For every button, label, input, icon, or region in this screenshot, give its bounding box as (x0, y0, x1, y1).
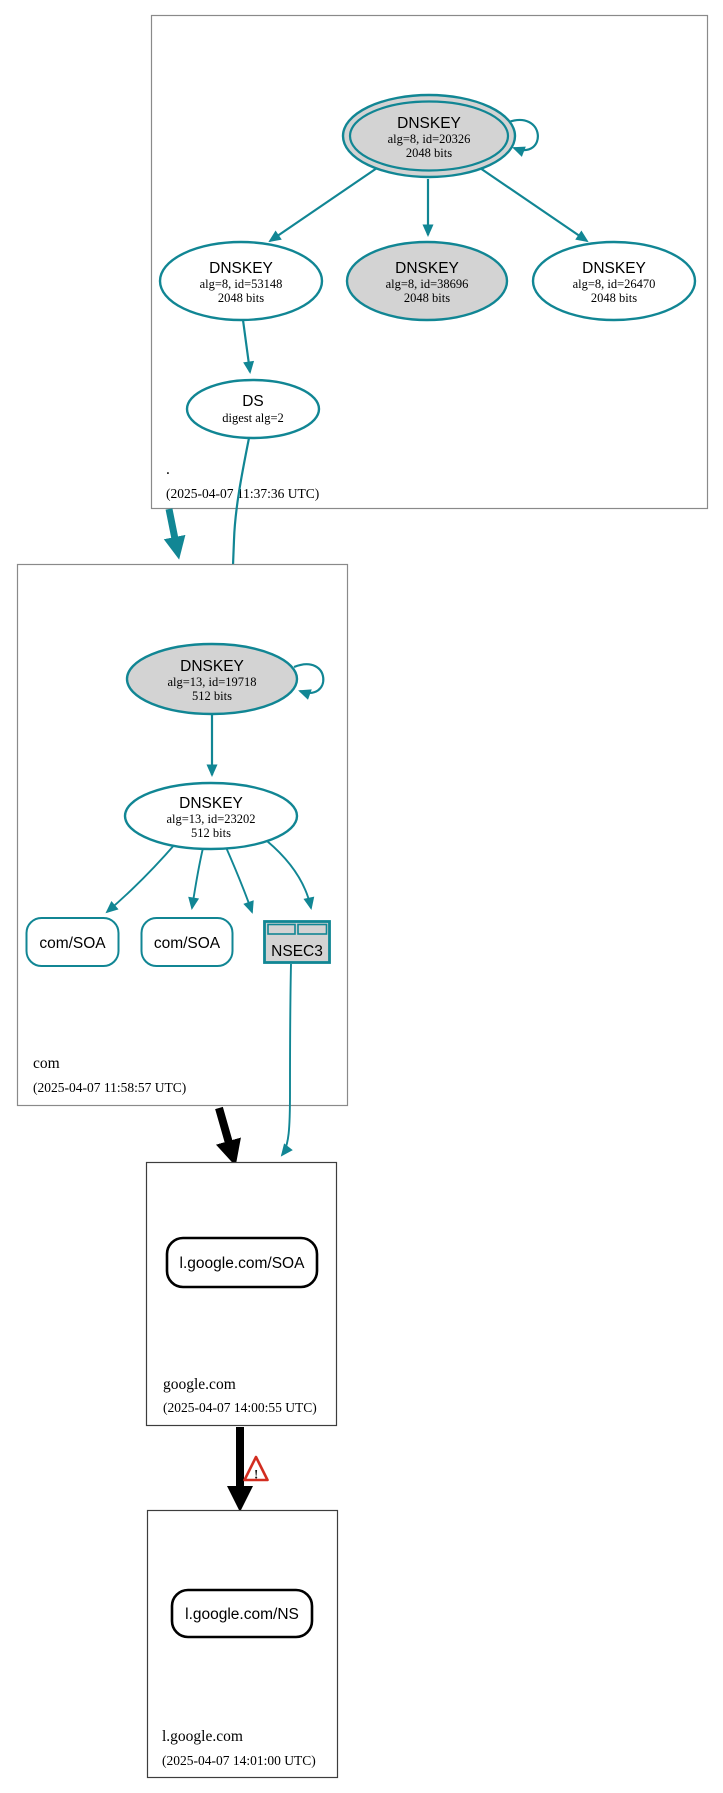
node-title: DNSKEY (397, 115, 461, 132)
edge-root-zsk-53148-to-ds (241, 319, 255, 374)
warning-triangle (243, 1455, 269, 1482)
node-detail: alg=13, id=23202 (166, 812, 255, 826)
node-title: DNSKEY (179, 795, 243, 812)
node-dnskey-23202[interactable]: DNSKEY alg=13, id=23202 512 bits (123, 781, 299, 851)
dnskey-ellipse[interactable] (345, 240, 509, 322)
node-detail: alg=8, id=26470 (573, 277, 656, 291)
edge-com-zsk-to-soa2 (188, 847, 204, 910)
edge-com-zsk-to-nsec3-right (266, 840, 315, 910)
zone-label-root: . (166, 461, 170, 478)
node-dnskey-38696[interactable]: DNSKEY alg=8, id=38696 2048 bits (345, 240, 509, 322)
node-detail: 512 bits (191, 826, 231, 840)
ds-ellipse[interactable] (185, 378, 321, 440)
zone-label-com: com (33, 1055, 60, 1072)
zone-timestamp-google-com: (2025-04-07 14:00:55 UTC) (163, 1400, 317, 1415)
zone-google-com: google.com (2025-04-07 14:00:55 UTC) (145, 1161, 338, 1427)
node-com-soa-1[interactable]: com/SOA (25, 917, 120, 967)
node-l-google-com-ns[interactable]: l.google.com/NS (170, 1588, 314, 1639)
rrset-label: com/SOA (154, 935, 221, 952)
node-detail: 2048 bits (404, 291, 450, 305)
node-detail: 2048 bits (406, 146, 452, 160)
node-dnskey-53148[interactable]: DNSKEY alg=8, id=53148 2048 bits (158, 240, 324, 322)
node-dnskey-19718-ksk[interactable]: DNSKEY alg=13, id=19718 512 bits (125, 642, 299, 716)
zone-l-google-com: l.google.com (2025-04-07 14:01:00 UTC) (146, 1509, 339, 1779)
zone-label-l-google-com: l.google.com (162, 1728, 243, 1745)
node-title: DNSKEY (395, 260, 459, 277)
nsec3-cell-left (267, 923, 296, 935)
edge-root-ksk-to-zsk-26470 (479, 167, 589, 243)
rrset-label: l.google.com/NS (185, 1606, 299, 1623)
edge-root-ksk-self-sign-loop (505, 119, 539, 157)
node-detail: digest alg=2 (222, 411, 284, 425)
node-nsec3[interactable]: NSEC3 (263, 920, 331, 964)
node-l-google-com-soa[interactable]: l.google.com/SOA (165, 1236, 319, 1289)
node-com-soa-2[interactable]: com/SOA (140, 917, 234, 967)
zone-timestamp-l-google-com: (2025-04-07 14:01:00 UTC) (162, 1753, 316, 1768)
node-detail: alg=8, id=53148 (200, 277, 283, 291)
nsec3-label: NSEC3 (271, 943, 323, 960)
node-title: DNSKEY (180, 658, 244, 675)
node-detail: 2048 bits (218, 291, 264, 305)
dnskey-ellipse[interactable] (158, 240, 324, 322)
edge-delegation-com-to-google (215, 1106, 241, 1167)
node-title: DS (242, 393, 264, 410)
node-title: DNSKEY (582, 260, 646, 277)
node-detail: 2048 bits (591, 291, 637, 305)
node-detail: alg=8, id=20326 (388, 132, 471, 146)
edge-root-ksk-to-zsk-53148 (268, 167, 378, 243)
edge-com-zsk-to-soa1 (105, 842, 177, 914)
dnskey-ellipse[interactable] (125, 642, 299, 716)
zone-label-google-com: google.com (163, 1376, 236, 1393)
rrset-rect[interactable] (140, 917, 234, 967)
dnskey-ellipse[interactable] (123, 781, 299, 851)
zone-box-google-com (145, 1161, 338, 1427)
node-detail: alg=8, id=38696 (386, 277, 469, 291)
edge-nsec3-to-google-zone (280, 963, 293, 1157)
warning-exclamation: ! (254, 1467, 258, 1482)
dnskey-ksk-outer-ellipse[interactable] (341, 93, 517, 179)
warning-icon[interactable]: ! (243, 1455, 269, 1482)
edge-com-zsk-to-nsec3-left (224, 844, 254, 914)
node-dnskey-20326-ksk[interactable]: DNSKEY alg=8, id=20326 2048 bits (341, 93, 517, 179)
zone-timestamp-com: (2025-04-07 11:58:57 UTC) (33, 1080, 186, 1095)
edge-delegation-root-to-com (163, 508, 186, 560)
dnskey-ellipse[interactable] (531, 240, 697, 322)
edge-com-ksk-self-sign-loop (293, 663, 325, 700)
node-detail: alg=13, id=19718 (167, 675, 256, 689)
zone-timestamp-root: (2025-04-07 11:37:36 UTC) (166, 486, 319, 501)
rrset-label: l.google.com/SOA (180, 1255, 306, 1272)
node-detail: 512 bits (192, 689, 232, 703)
rrset-rect[interactable] (170, 1588, 314, 1639)
rrset-rect[interactable] (165, 1236, 319, 1289)
nsec3-cell-right (297, 923, 328, 935)
node-ds-com[interactable]: DS digest alg=2 (185, 378, 321, 440)
dnskey-ksk-inner-ellipse (348, 100, 510, 172)
node-title: DNSKEY (209, 260, 273, 277)
rrset-rect[interactable] (25, 917, 120, 967)
node-dnskey-26470[interactable]: DNSKEY alg=8, id=26470 2048 bits (531, 240, 697, 322)
zone-box-l-google-com (146, 1509, 339, 1779)
rrset-label: com/SOA (39, 935, 106, 952)
